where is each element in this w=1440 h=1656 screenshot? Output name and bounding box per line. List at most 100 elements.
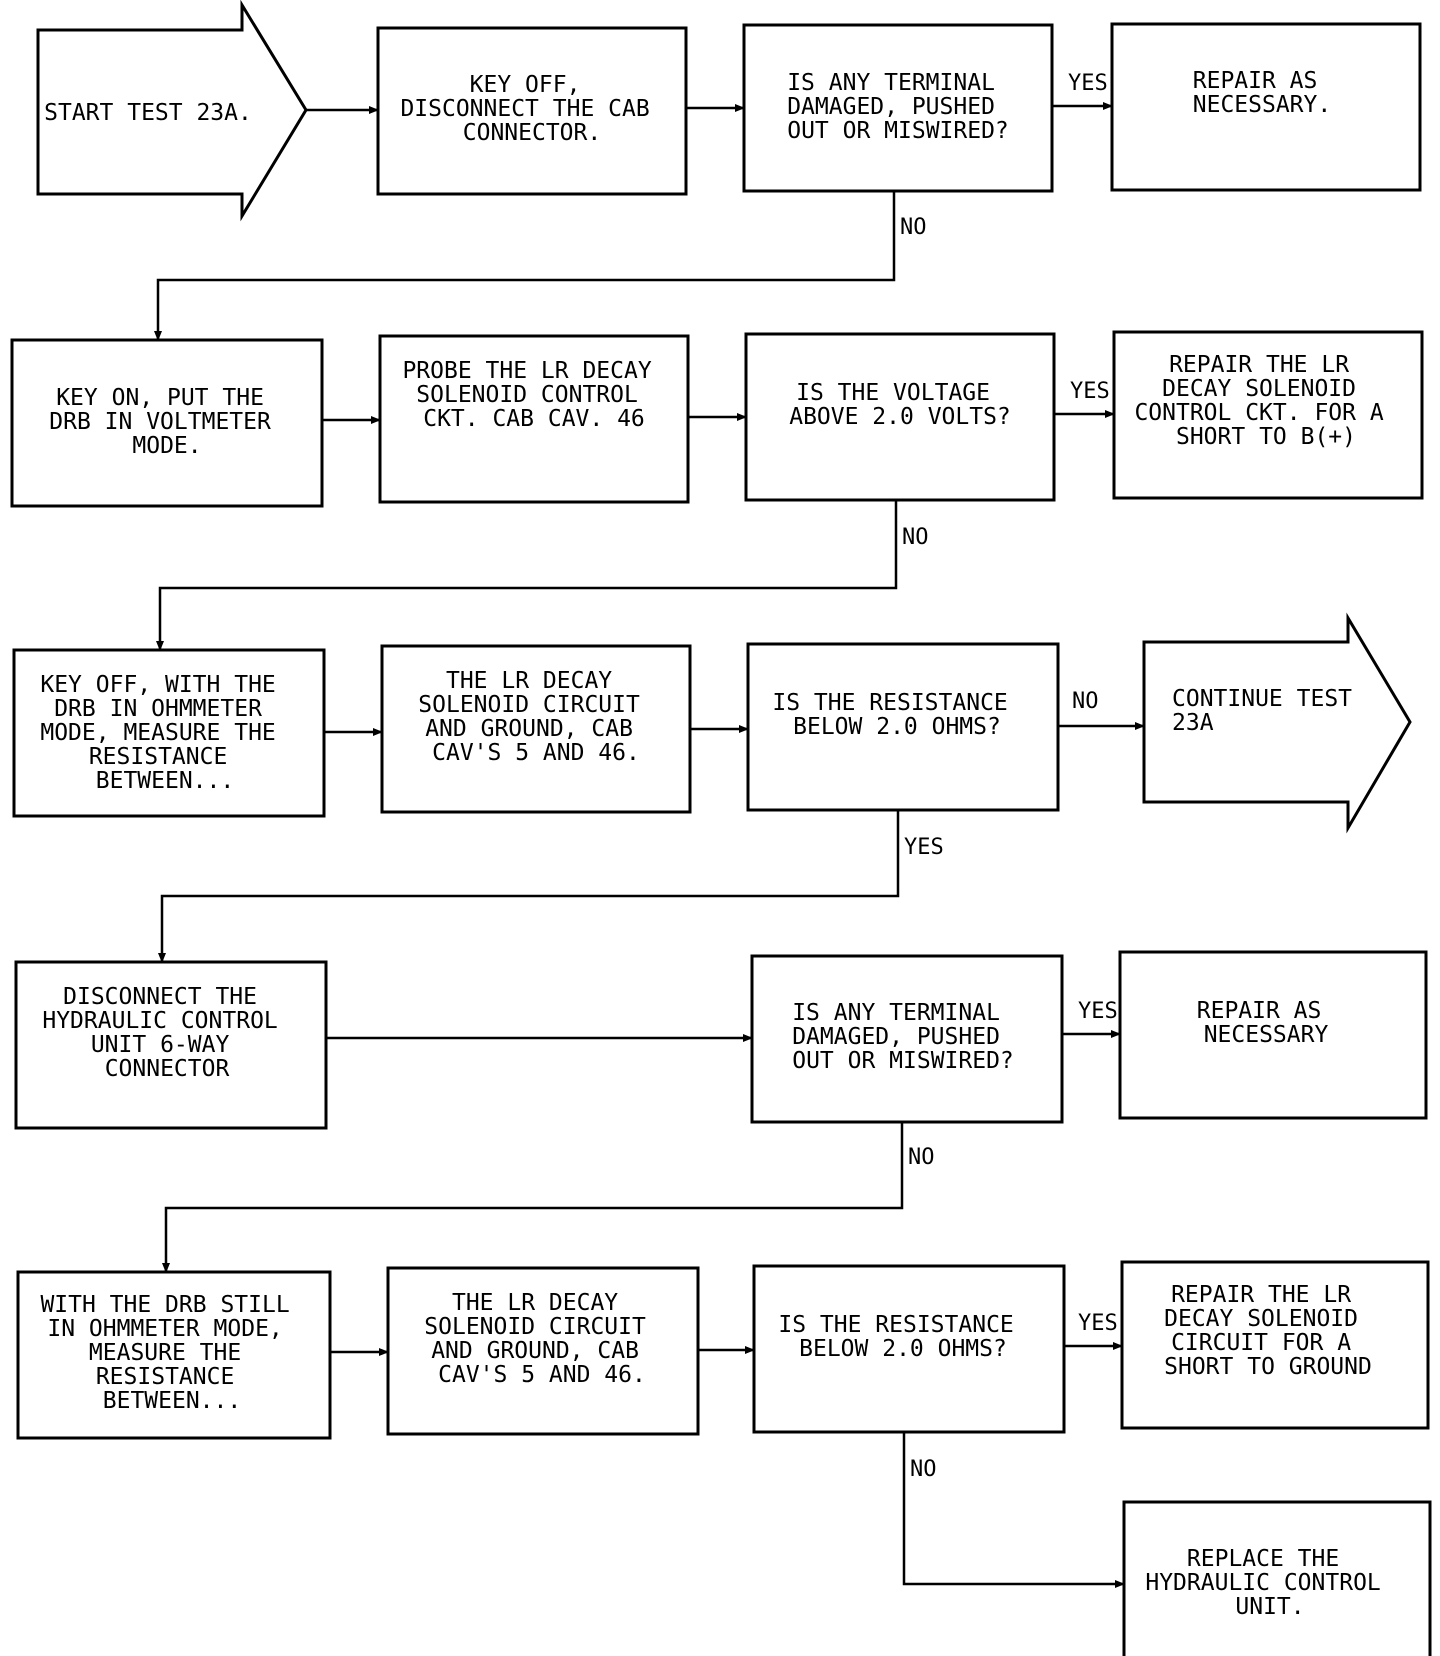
node-repair-1: REPAIR AS NECESSARY. [1193,68,1331,118]
node-with-drb-line: MEASURE THE [89,1340,241,1366]
node-key-off-2: KEY OFF, WITH THE DRB IN OHMMETER MODE, … [40,672,289,794]
node-with-drb-box [16,1270,332,1440]
node-q-term-2-box [750,954,1064,1124]
node-q-res-1-line: IS THE RESISTANCE [772,690,1007,716]
edge-label-yes: YES [1068,71,1108,96]
node-with-drb-line: WITH THE DRB STILL [40,1292,289,1318]
node-key-off-1-box [376,26,688,196]
node-repair-3: REPAIR AS NECESSARY [1197,998,1335,1048]
node-repair-4-line: CIRCUIT FOR A [1171,1330,1351,1356]
node-key-off-2-line: KEY OFF, WITH THE [40,672,275,698]
edge-q-res-2-to-replace [902,1432,1125,1588]
node-with-drb-line: RESISTANCE [96,1364,234,1390]
edge-label-no: NO [900,215,927,240]
node-q-volt-line: IS THE VOLTAGE [796,380,990,406]
node-probe-line: PROBE THE LR DECAY [402,358,651,384]
node-key-off-1-line: CONNECTOR. [463,120,601,146]
edge-label-no: NO [908,1145,935,1170]
node-disconnect: DISCONNECT THE HYDRAULIC CONTROL UNIT 6-… [42,984,291,1082]
node-repair-4-line: REPAIR THE LR [1171,1282,1351,1308]
node-probe: PROBE THE LR DECAY SOLENOID CONTROL CKT.… [402,358,665,432]
edge-label-no: NO [1072,689,1099,714]
node-repair-2: REPAIR THE LR DECAY SOLENOID CONTROL CKT… [1134,352,1397,450]
node-key-off-2-line: BETWEEN... [96,768,234,794]
node-probe-box [378,334,690,504]
edge-label-yes: YES [904,835,944,860]
node-between-1-line: SOLENOID CIRCUIT [418,692,640,718]
node-q-res-2: IS THE RESISTANCE BELOW 2.0 OHMS? [778,1312,1027,1362]
node-repair-3-line: REPAIR AS [1197,998,1322,1024]
node-q-term-2: IS ANY TERMINAL DAMAGED, PUSHED OUT OR M… [792,1000,1014,1074]
node-replace: REPLACE THE HYDRAULIC CONTROL UNIT. [1145,1546,1394,1620]
node-repair-2-line: CONTROL CKT. FOR A [1134,400,1383,426]
node-probe-line: CKT. CAB CAV. 46 [423,406,645,432]
node-between-2: THE LR DECAY SOLENOID CIRCUIT AND GROUND… [424,1290,659,1388]
node-q-term-1-box [742,23,1054,193]
node-key-on-line: MODE. [132,433,201,459]
node-start-line: START TEST 23A. [44,100,252,126]
node-key-on: KEY ON, PUT THE DRB IN VOLTMETER MODE. [49,385,284,459]
edge-q-volt-to-key-off-2 [156,500,898,651]
node-repair-2-line: SHORT TO B(+) [1176,424,1356,450]
node-key-off-2-line: MODE, MEASURE THE [40,720,275,746]
node-q-res-2-line: BELOW 2.0 OHMS? [799,1336,1007,1362]
node-replace-line: HYDRAULIC CONTROL [1145,1570,1380,1596]
node-disconnect-box [14,960,328,1130]
node-disconnect-line: UNIT 6-WAY [91,1032,230,1058]
node-key-on-line: KEY ON, PUT THE [56,385,264,411]
node-between-1-line: AND GROUND, CAB [425,716,633,742]
node-repair-3-line: NECESSARY [1204,1022,1329,1048]
node-repair-1-line: REPAIR AS [1193,68,1318,94]
node-repair-2-box [1112,330,1424,500]
node-repair-4-line: SHORT TO GROUND [1164,1354,1372,1380]
node-q-term-1-line: OUT OR MISWIRED? [787,118,1009,144]
node-repair-4-line: DECAY SOLENOID [1164,1306,1358,1332]
edge-label-yes: YES [1078,1311,1118,1336]
node-repair-2-line: REPAIR THE LR [1169,352,1349,378]
node-q-term-2-line: IS ANY TERMINAL [792,1000,1000,1026]
node-key-off-1-line: KEY OFF, [470,72,581,98]
node-replace-box [1122,1500,1432,1656]
node-between-2-line: CAV'S 5 AND 46. [438,1362,646,1388]
node-with-drb: WITH THE DRB STILL IN OHMMETER MODE, MEA… [40,1292,303,1414]
node-q-res-2-box [752,1264,1066,1434]
node-q-res-1-box [746,642,1060,812]
node-q-term-1: IS ANY TERMINAL DAMAGED, PUSHED OUT OR M… [787,70,1009,144]
continue-arrow-shape [1142,612,1412,834]
node-q-term-2-line: OUT OR MISWIRED? [792,1048,1014,1074]
node-between-1: THE LR DECAY SOLENOID CIRCUIT AND GROUND… [418,668,653,766]
node-repair-2-line: DECAY SOLENOID [1162,376,1356,402]
node-continue-line: 23A [1172,710,1214,736]
edge-label-yes: YES [1070,379,1110,404]
node-repair-4: REPAIR THE LR DECAY SOLENOID CIRCUIT FOR… [1164,1282,1372,1380]
node-repair-1-line: NECESSARY. [1193,92,1331,118]
node-replace-line: REPLACE THE [1187,1546,1339,1572]
edge-q-term-2-to-with-drb [162,1122,904,1273]
node-disconnect-line: HYDRAULIC CONTROL [42,1008,277,1034]
node-q-volt-line: ABOVE 2.0 VOLTS? [789,404,1011,430]
node-q-volt-box [744,332,1056,502]
node-q-res-1: IS THE RESISTANCE BELOW 2.0 OHMS? [772,690,1021,740]
node-disconnect-line: CONNECTOR [105,1056,230,1082]
node-start: START TEST 23A. [44,100,252,126]
node-key-off-2-line: RESISTANCE [89,744,227,770]
node-key-off-1: KEY OFF, DISCONNECT THE CAB CONNECTOR. [400,72,663,146]
node-q-res-2-line: IS THE RESISTANCE [778,1312,1013,1338]
node-q-term-2-line: DAMAGED, PUSHED [792,1024,1000,1050]
node-q-res-1-line: BELOW 2.0 OHMS? [793,714,1001,740]
node-disconnect-line: DISCONNECT THE [63,984,257,1010]
node-q-volt: IS THE VOLTAGE ABOVE 2.0 VOLTS? [789,380,1011,430]
node-between-1-line: CAV'S 5 AND 46. [432,740,640,766]
node-probe-line: SOLENOID CONTROL [416,382,638,408]
node-with-drb-line: IN OHMMETER MODE, [47,1316,282,1342]
node-between-2-line: THE LR DECAY [452,1290,618,1316]
edge-q-res-1-to-disconnect [158,810,900,963]
edge-q-term-1-to-key-on [154,191,896,341]
node-continue-line: CONTINUE TEST [1172,686,1352,712]
node-between-2-line: SOLENOID CIRCUIT [424,1314,646,1340]
node-between-2-line: AND GROUND, CAB [431,1338,639,1364]
node-with-drb-line: BETWEEN... [103,1388,241,1414]
node-between-1-line: THE LR DECAY [446,668,612,694]
node-continue: CONTINUE TEST 23A [1172,686,1366,736]
